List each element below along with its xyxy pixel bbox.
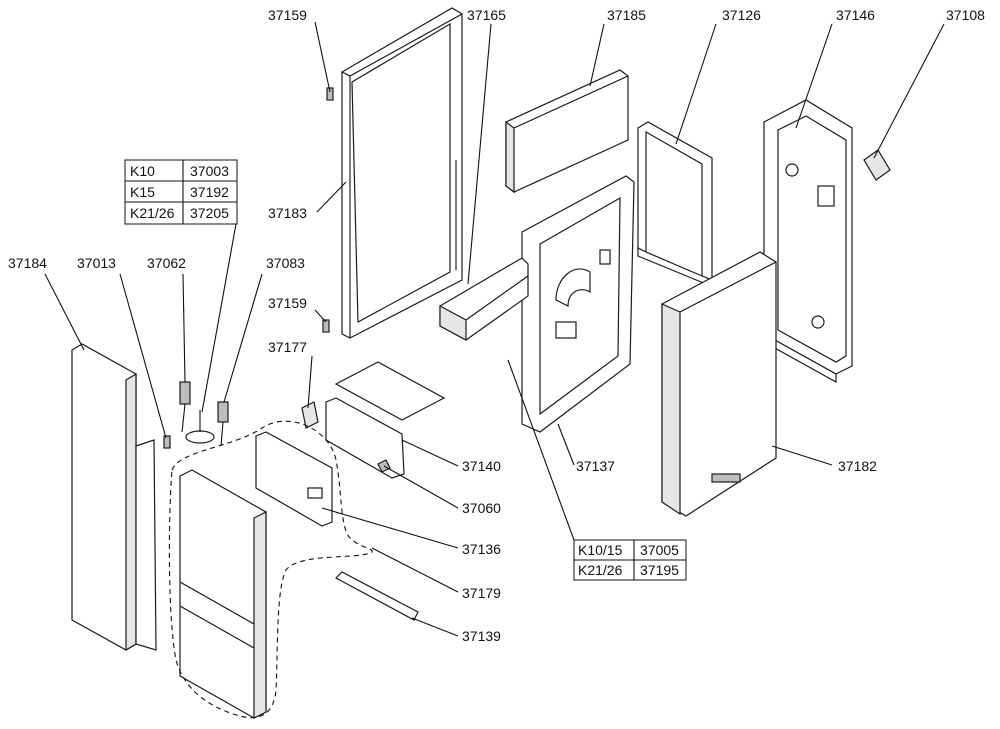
table-burner-model-3: K21/26 [130, 205, 175, 221]
leader-lines [44, 21, 945, 637]
table-burner-model-1: K10 [130, 163, 155, 179]
part-tray-37140 [325, 361, 446, 479]
part-plate-37108 [863, 149, 891, 181]
table-panel-part-2: 37195 [640, 562, 679, 578]
table-panel-variants: K10/15 37005 K21/26 37195 [573, 539, 687, 581]
part-frame-37183 [341, 7, 463, 339]
label-37126: 37126 [722, 7, 761, 23]
label-37137: 37137 [576, 458, 615, 474]
label-37182: 37182 [838, 458, 877, 474]
part-frame-37126 [637, 121, 714, 285]
part-back-panel-37146 [763, 99, 853, 384]
part-tray-37165 [439, 257, 529, 342]
part-screw-37159-mid [322, 319, 330, 333]
table-burner-model-2: K15 [130, 184, 155, 200]
part-number-labels: 37159 37165 37185 37126 37146 37108 3718… [8, 7, 985, 644]
part-plate-37136 [255, 431, 333, 527]
part-bracket-37177 [301, 401, 319, 429]
table-burner-part-3: 37205 [190, 205, 229, 221]
label-37184: 37184 [8, 255, 47, 271]
label-37183: 37183 [268, 205, 307, 221]
part-front-panel-37182 [661, 251, 777, 517]
table-burner-part-1: 37003 [190, 163, 229, 179]
part-brush-37083 [217, 401, 229, 447]
label-37179: 37179 [462, 585, 501, 601]
table-burner-part-2: 37192 [190, 184, 229, 200]
part-burner-base [185, 410, 215, 444]
part-side-panel-37184 [71, 343, 157, 652]
label-37159-mid: 37159 [268, 295, 307, 311]
label-37062: 37062 [147, 255, 186, 271]
label-37146: 37146 [836, 7, 875, 23]
part-cover-37185 [505, 69, 629, 194]
label-37177: 37177 [268, 339, 307, 355]
label-37060: 37060 [462, 500, 501, 516]
table-burner-variants: K10 37003 K15 37192 K21/26 37205 [124, 159, 238, 225]
label-37136: 37136 [462, 541, 501, 557]
part-chassis-37137 [521, 175, 635, 433]
label-37013: 37013 [77, 255, 116, 271]
label-37159-top: 37159 [268, 7, 307, 23]
table-panel-part-1: 37005 [640, 542, 679, 558]
label-37185: 37185 [607, 7, 646, 23]
part-tool-37062 [179, 381, 191, 433]
table-panel-model-1: K10/15 [578, 542, 623, 558]
label-37140: 37140 [462, 458, 501, 474]
part-screw-37159-top [326, 87, 334, 101]
part-spacer-37013 [163, 435, 171, 449]
label-37083: 37083 [266, 255, 305, 271]
table-panel-model-2: K21/26 [578, 562, 623, 578]
label-37139: 37139 [462, 628, 501, 644]
part-door-assembly [179, 469, 267, 719]
part-rail-37139 [335, 571, 419, 621]
label-37108: 37108 [946, 7, 985, 23]
label-37165: 37165 [467, 7, 506, 23]
